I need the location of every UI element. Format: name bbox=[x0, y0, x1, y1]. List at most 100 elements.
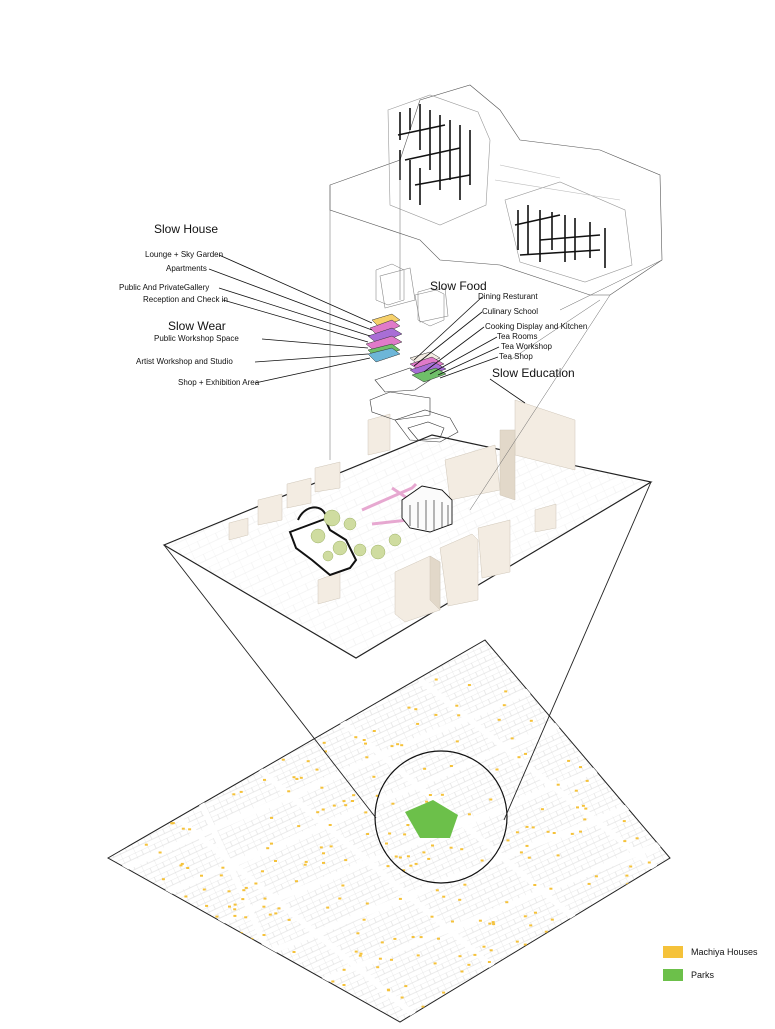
machiya-house-marker bbox=[460, 970, 464, 973]
machiya-house-marker bbox=[277, 907, 281, 910]
machiya-house-marker bbox=[354, 736, 358, 739]
site-plate bbox=[162, 399, 653, 659]
machiya-house-marker bbox=[342, 984, 346, 986]
machiya-house-marker bbox=[533, 884, 537, 886]
machiya-house-marker bbox=[188, 828, 192, 831]
machiya-house-marker bbox=[416, 722, 420, 725]
machiya-house-marker bbox=[489, 798, 493, 801]
machiya-house-marker bbox=[411, 936, 415, 938]
machiya-house-marker bbox=[262, 905, 266, 908]
machiya-house-marker bbox=[442, 991, 446, 994]
machiya-house-marker bbox=[376, 966, 380, 969]
machiya-house-marker bbox=[525, 844, 529, 847]
machiya-house-marker bbox=[495, 768, 499, 771]
machiya-house-marker bbox=[414, 862, 418, 865]
machiya-house-marker bbox=[304, 860, 308, 863]
machiya-house-marker bbox=[342, 800, 346, 803]
machiya-house-marker bbox=[299, 776, 303, 779]
machiya-house-marker bbox=[322, 861, 325, 864]
label-lounge-sky-garden: Lounge + Sky Garden bbox=[145, 250, 224, 259]
machiya-house-marker bbox=[254, 882, 258, 885]
machiya-house-marker bbox=[423, 767, 427, 770]
machiya-house-marker bbox=[351, 800, 354, 802]
machiya-house-marker bbox=[388, 832, 392, 835]
machiya-house-marker bbox=[523, 915, 527, 918]
slow-food-stack bbox=[409, 351, 447, 383]
machiya-house-marker bbox=[527, 856, 531, 859]
machiya-house-marker bbox=[221, 866, 225, 869]
machiya-house-marker bbox=[585, 779, 589, 782]
machiya-house-marker bbox=[519, 851, 523, 854]
machiya-house-marker bbox=[449, 765, 453, 767]
machiya-house-marker bbox=[579, 830, 582, 833]
label-culinary-school: Culinary School bbox=[482, 307, 539, 316]
site-buildings bbox=[228, 399, 576, 623]
machiya-house-marker bbox=[292, 951, 296, 953]
slow-house-stack bbox=[365, 313, 403, 363]
machiya-house-marker bbox=[219, 874, 223, 877]
machiya-house-marker bbox=[341, 884, 345, 887]
site-trees bbox=[310, 509, 402, 562]
machiya-house-marker bbox=[359, 952, 363, 955]
machiya-house-marker bbox=[365, 902, 369, 905]
machiya-house-marker bbox=[467, 963, 471, 966]
machiya-house-marker bbox=[380, 941, 384, 944]
machiya-house-marker bbox=[400, 744, 404, 747]
machiya-house-marker bbox=[467, 684, 471, 686]
machiya-house-marker bbox=[241, 898, 245, 901]
label-cooking-display-kitchen: Cooking Display and Kitchen bbox=[485, 322, 588, 331]
machiya-house-marker bbox=[506, 839, 510, 842]
machiya-house-marker bbox=[556, 854, 560, 857]
machiya-house-marker bbox=[458, 955, 462, 958]
machiya-house-marker bbox=[375, 794, 379, 797]
machiya-house-marker bbox=[549, 887, 553, 890]
machiya-house-marker bbox=[181, 827, 185, 830]
machiya-house-marker bbox=[387, 989, 391, 992]
machiya-house-marker bbox=[434, 713, 438, 716]
machiya-house-marker bbox=[422, 851, 426, 854]
machiya-house-marker bbox=[342, 968, 346, 971]
machiya-house-marker bbox=[534, 911, 537, 914]
machiya-house-marker bbox=[531, 826, 535, 829]
machiya-house-marker bbox=[295, 778, 299, 780]
machiya-house-marker bbox=[385, 842, 388, 845]
machiya-house-marker bbox=[233, 908, 237, 911]
machiya-house-marker bbox=[425, 800, 429, 803]
machiya-house-marker bbox=[161, 878, 165, 881]
machiya-house-marker bbox=[398, 856, 402, 859]
machiya-house-marker bbox=[366, 833, 370, 835]
machiya-house-marker bbox=[232, 793, 236, 796]
label-public-private-gallery: Public And PrivateGallery bbox=[119, 283, 210, 292]
legend-swatch-machiya bbox=[663, 946, 683, 958]
machiya-house-marker bbox=[402, 869, 406, 872]
machiya-house-marker bbox=[365, 756, 369, 759]
machiya-house-marker bbox=[431, 844, 434, 847]
machiya-house-marker bbox=[576, 806, 579, 809]
legend-item-machiya: Machiya Houses bbox=[663, 945, 758, 959]
machiya-house-marker bbox=[315, 768, 319, 771]
machiya-house-marker bbox=[364, 742, 367, 745]
machiya-house-marker bbox=[482, 945, 486, 948]
machiya-house-marker bbox=[460, 848, 464, 851]
machiya-house-marker bbox=[635, 837, 639, 840]
upper-building-walls bbox=[397, 104, 606, 268]
machiya-house-marker bbox=[525, 825, 529, 828]
legend-label-parks: Parks bbox=[691, 970, 715, 980]
machiya-house-marker bbox=[274, 912, 278, 915]
label-tea-workshop: Tea Workshop bbox=[501, 342, 552, 351]
machiya-house-marker bbox=[409, 864, 413, 867]
machiya-house-marker bbox=[362, 918, 366, 921]
machiya-house-marker bbox=[440, 793, 444, 796]
label-public-workshop-space: Public Workshop Space bbox=[154, 334, 239, 343]
machiya-house-marker bbox=[202, 888, 206, 891]
machiya-house-marker bbox=[372, 775, 376, 778]
machiya-house-marker bbox=[579, 766, 582, 769]
machiya-house-marker bbox=[303, 863, 307, 866]
machiya-house-marker bbox=[244, 886, 248, 889]
machiya-house-marker bbox=[227, 890, 231, 893]
label-dining-restaurant: Dining Resturant bbox=[478, 292, 538, 301]
machiya-house-marker bbox=[556, 783, 560, 786]
machiya-house-marker bbox=[629, 865, 633, 868]
machiya-house-marker bbox=[491, 921, 495, 924]
machiya-house-marker bbox=[262, 934, 266, 936]
